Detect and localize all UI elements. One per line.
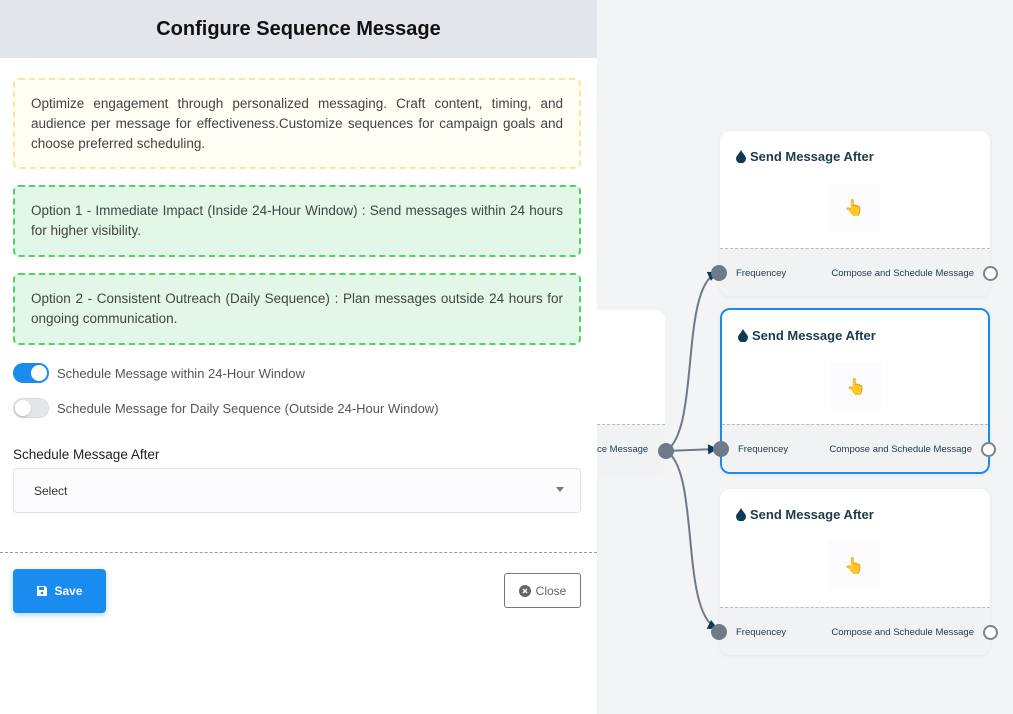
- node-title: Send Message After: [750, 149, 874, 164]
- node-title: Send Message After: [752, 328, 876, 343]
- output-label: Compose and Schedule Message: [831, 268, 974, 279]
- schedule-after-select[interactable]: Select: [13, 468, 581, 513]
- source-node[interactable]: ce Message: [597, 310, 665, 476]
- pointer-hand-icon: 👆: [830, 362, 882, 412]
- floppy-disk-icon: [37, 586, 48, 596]
- edge-to-card-2[interactable]: [665, 444, 718, 455]
- output-label: Compose and Schedule Message: [831, 627, 974, 638]
- option-2-text: Option 2 - Consistent Outreach (Daily Se…: [31, 291, 563, 326]
- droplet-icon: [736, 150, 746, 163]
- option-1-text: Option 1 - Immediate Impact (Inside 24-H…: [31, 203, 563, 238]
- output-handle[interactable]: [983, 266, 998, 281]
- close-label: Close: [535, 583, 567, 598]
- save-button[interactable]: Save: [13, 569, 106, 613]
- input-handle[interactable]: [711, 624, 727, 640]
- input-label: Frequencey: [736, 627, 787, 638]
- edge-to-card-3[interactable]: [665, 450, 718, 629]
- send-message-after-node-2[interactable]: Send Message After 👆 Frequencey Compose a…: [713, 308, 996, 474]
- pointer-hand-icon: 👆: [828, 183, 880, 233]
- toggle-switch-on[interactable]: [13, 363, 49, 383]
- schedule-after-label: Schedule Message After: [13, 447, 160, 462]
- send-message-after-node-3[interactable]: Send Message After 👆 Frequencey Compose a…: [711, 489, 998, 655]
- edge-to-card-1[interactable]: [665, 271, 718, 452]
- toggle-label: Schedule Message for Daily Sequence (Out…: [57, 400, 439, 416]
- input-handle[interactable]: [713, 441, 729, 457]
- toggle-switch-off[interactable]: [13, 398, 49, 418]
- output-label: Compose and Schedule Message: [829, 444, 972, 455]
- info-note: Optimize engagement through personalized…: [13, 78, 581, 169]
- close-circle-icon: [518, 584, 531, 597]
- input-label: Frequencey: [736, 268, 787, 279]
- toggle-label: Schedule Message within 24-Hour Window: [57, 365, 305, 381]
- divider: [0, 552, 597, 553]
- send-message-after-node-1[interactable]: Send Message After 👆 Frequencey Compose a…: [711, 131, 998, 296]
- droplet-icon: [738, 329, 748, 342]
- output-handle[interactable]: [983, 625, 998, 640]
- option-1-note: Option 1 - Immediate Impact (Inside 24-H…: [13, 185, 581, 257]
- panel-title: Configure Sequence Message: [0, 0, 597, 58]
- input-label: Frequencey: [738, 444, 789, 455]
- chevron-down-icon: [556, 487, 564, 492]
- select-value: Select: [34, 483, 68, 498]
- pointer-hand-icon: 👆: [828, 541, 880, 591]
- close-button[interactable]: Close: [504, 573, 581, 608]
- configure-panel: Configure Sequence Message Optimize enga…: [0, 0, 597, 714]
- option-2-note: Option 2 - Consistent Outreach (Daily Se…: [13, 273, 581, 345]
- toggle-daily-sequence[interactable]: Schedule Message for Daily Sequence (Out…: [13, 398, 439, 418]
- source-output-label: ce Message: [597, 444, 649, 455]
- source-handle[interactable]: [658, 443, 674, 459]
- droplet-icon: [736, 508, 746, 521]
- output-handle[interactable]: [981, 442, 996, 457]
- save-label: Save: [54, 584, 83, 598]
- node-title: Send Message After: [750, 507, 874, 522]
- toggle-24-hour-window[interactable]: Schedule Message within 24-Hour Window: [13, 363, 305, 383]
- info-note-text: Optimize engagement through personalized…: [31, 95, 563, 151]
- input-handle[interactable]: [711, 265, 727, 281]
